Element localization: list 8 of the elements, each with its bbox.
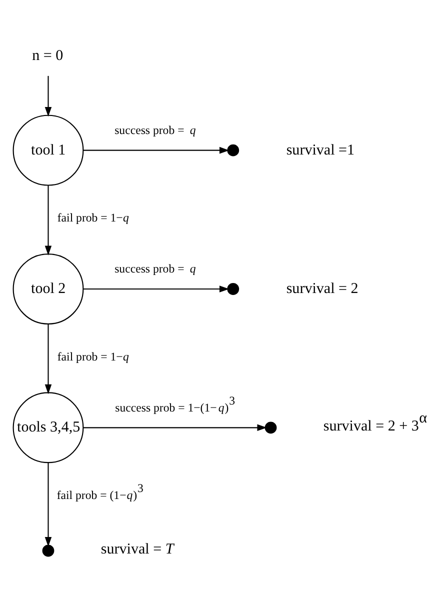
edge-label: fail prob = 1−q — [56, 348, 128, 363]
edge-label: fail prob = 1−q — [56, 210, 128, 224]
edge-label: success prob = q — [114, 261, 196, 276]
node-label: survival = T — [100, 541, 174, 558]
node-label: survival =1 — [286, 142, 354, 158]
edge-label: success prob = q — [114, 122, 196, 136]
node-label: survival = 2 — [286, 280, 358, 296]
node-text: n = 0 — [32, 48, 63, 64]
